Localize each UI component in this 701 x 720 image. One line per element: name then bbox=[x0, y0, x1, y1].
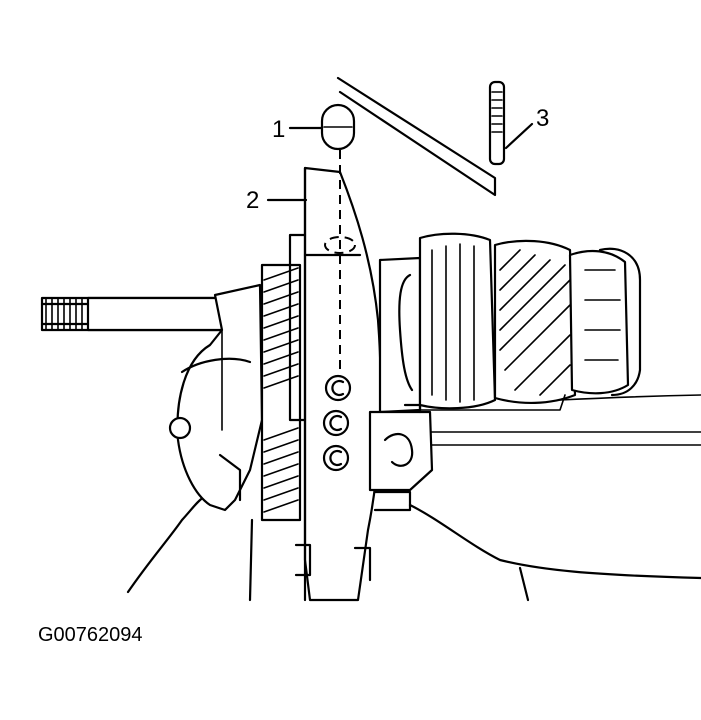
bracket-line bbox=[336, 76, 497, 197]
plate-bolts bbox=[322, 374, 352, 472]
input-shaft bbox=[40, 296, 224, 332]
callout-2: 2 bbox=[246, 187, 259, 214]
shaft-splines bbox=[40, 297, 90, 331]
center-plate bbox=[288, 150, 382, 602]
leader-3 bbox=[504, 122, 534, 150]
callout-3: 3 bbox=[536, 105, 549, 132]
bell-housing bbox=[168, 283, 264, 512]
left-helical-gear bbox=[260, 263, 302, 522]
figure-id-label: G00762094 bbox=[38, 624, 143, 646]
callout-1: 1 bbox=[272, 116, 285, 143]
gear-cluster bbox=[378, 232, 642, 414]
retainer-block bbox=[368, 403, 434, 512]
tool bbox=[488, 80, 506, 166]
seal bbox=[320, 103, 356, 151]
